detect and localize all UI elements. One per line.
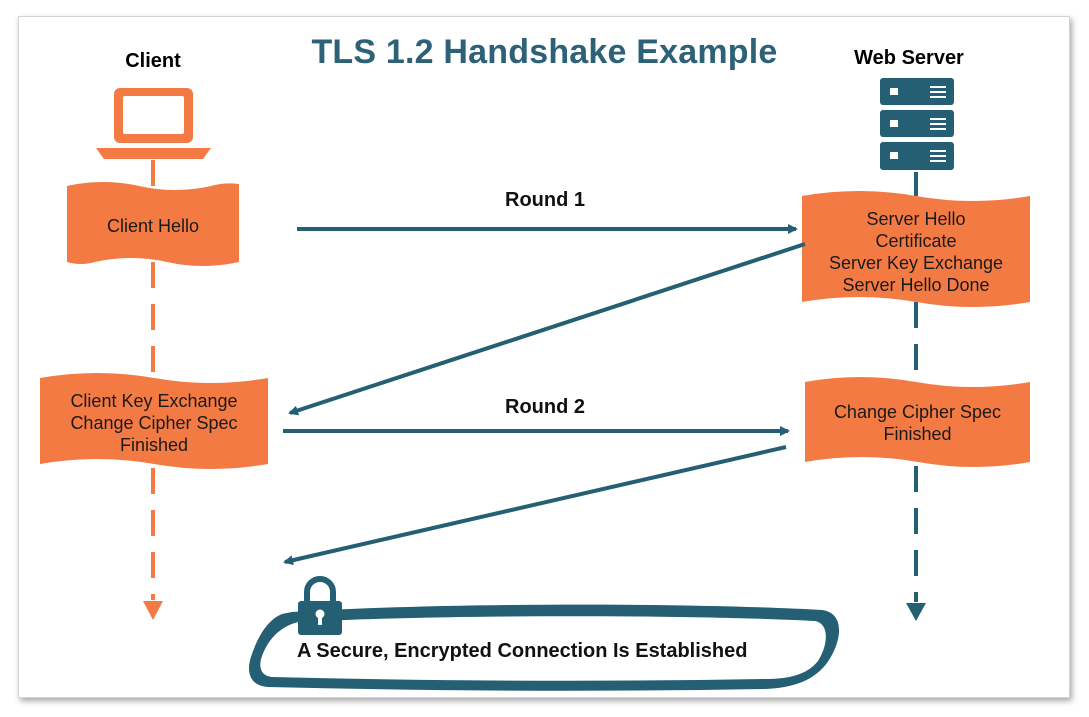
arrow-server-finished bbox=[283, 445, 787, 566]
laptop-icon bbox=[96, 88, 211, 159]
round-1-label: Round 1 bbox=[505, 189, 585, 211]
client-lifeline bbox=[143, 160, 163, 620]
page-title: TLS 1.2 Handshake Example bbox=[311, 33, 778, 71]
message-line: Change Cipher Spec bbox=[70, 413, 238, 433]
arrow-server-hello bbox=[288, 242, 806, 416]
server-finished-text: Change Cipher Spec Finished bbox=[805, 401, 1030, 445]
client-hello-shape bbox=[67, 182, 239, 266]
client-key-exchange-text: Client Key Exchange Change Cipher Spec F… bbox=[40, 390, 268, 456]
message-line: Server Hello bbox=[866, 209, 966, 229]
client-hello-text: Client Hello bbox=[67, 215, 239, 237]
server-finished-shape bbox=[805, 377, 1030, 467]
client-label: Client bbox=[125, 50, 181, 72]
server-lifeline-arrowhead bbox=[906, 603, 926, 621]
server-hello-shape bbox=[802, 191, 1030, 307]
message-line: Finished bbox=[119, 435, 189, 455]
message-line: Finished bbox=[883, 424, 952, 444]
round-2-label: Round 2 bbox=[505, 396, 585, 418]
server-lifeline bbox=[906, 172, 926, 621]
server-hello-text: Server Hello Certificate Server Key Exch… bbox=[802, 208, 1030, 296]
message-line: Server Key Exchange bbox=[828, 253, 1004, 273]
message-line: Certificate bbox=[875, 231, 957, 251]
server-rack-icon bbox=[880, 78, 954, 170]
padlock-icon bbox=[298, 576, 342, 635]
message-line: Client Key Exchange bbox=[70, 391, 238, 411]
server-label: Web Server bbox=[854, 47, 964, 69]
message-line: Client Hello bbox=[106, 216, 200, 236]
client-key-exchange-shape bbox=[40, 373, 268, 469]
message-line: Change Cipher Spec bbox=[833, 402, 1002, 422]
secure-connection-text: A Secure, Encrypted Connection Is Establ… bbox=[297, 640, 748, 662]
message-line: Server Hello Done bbox=[842, 275, 990, 295]
client-lifeline-arrowhead bbox=[143, 601, 163, 620]
